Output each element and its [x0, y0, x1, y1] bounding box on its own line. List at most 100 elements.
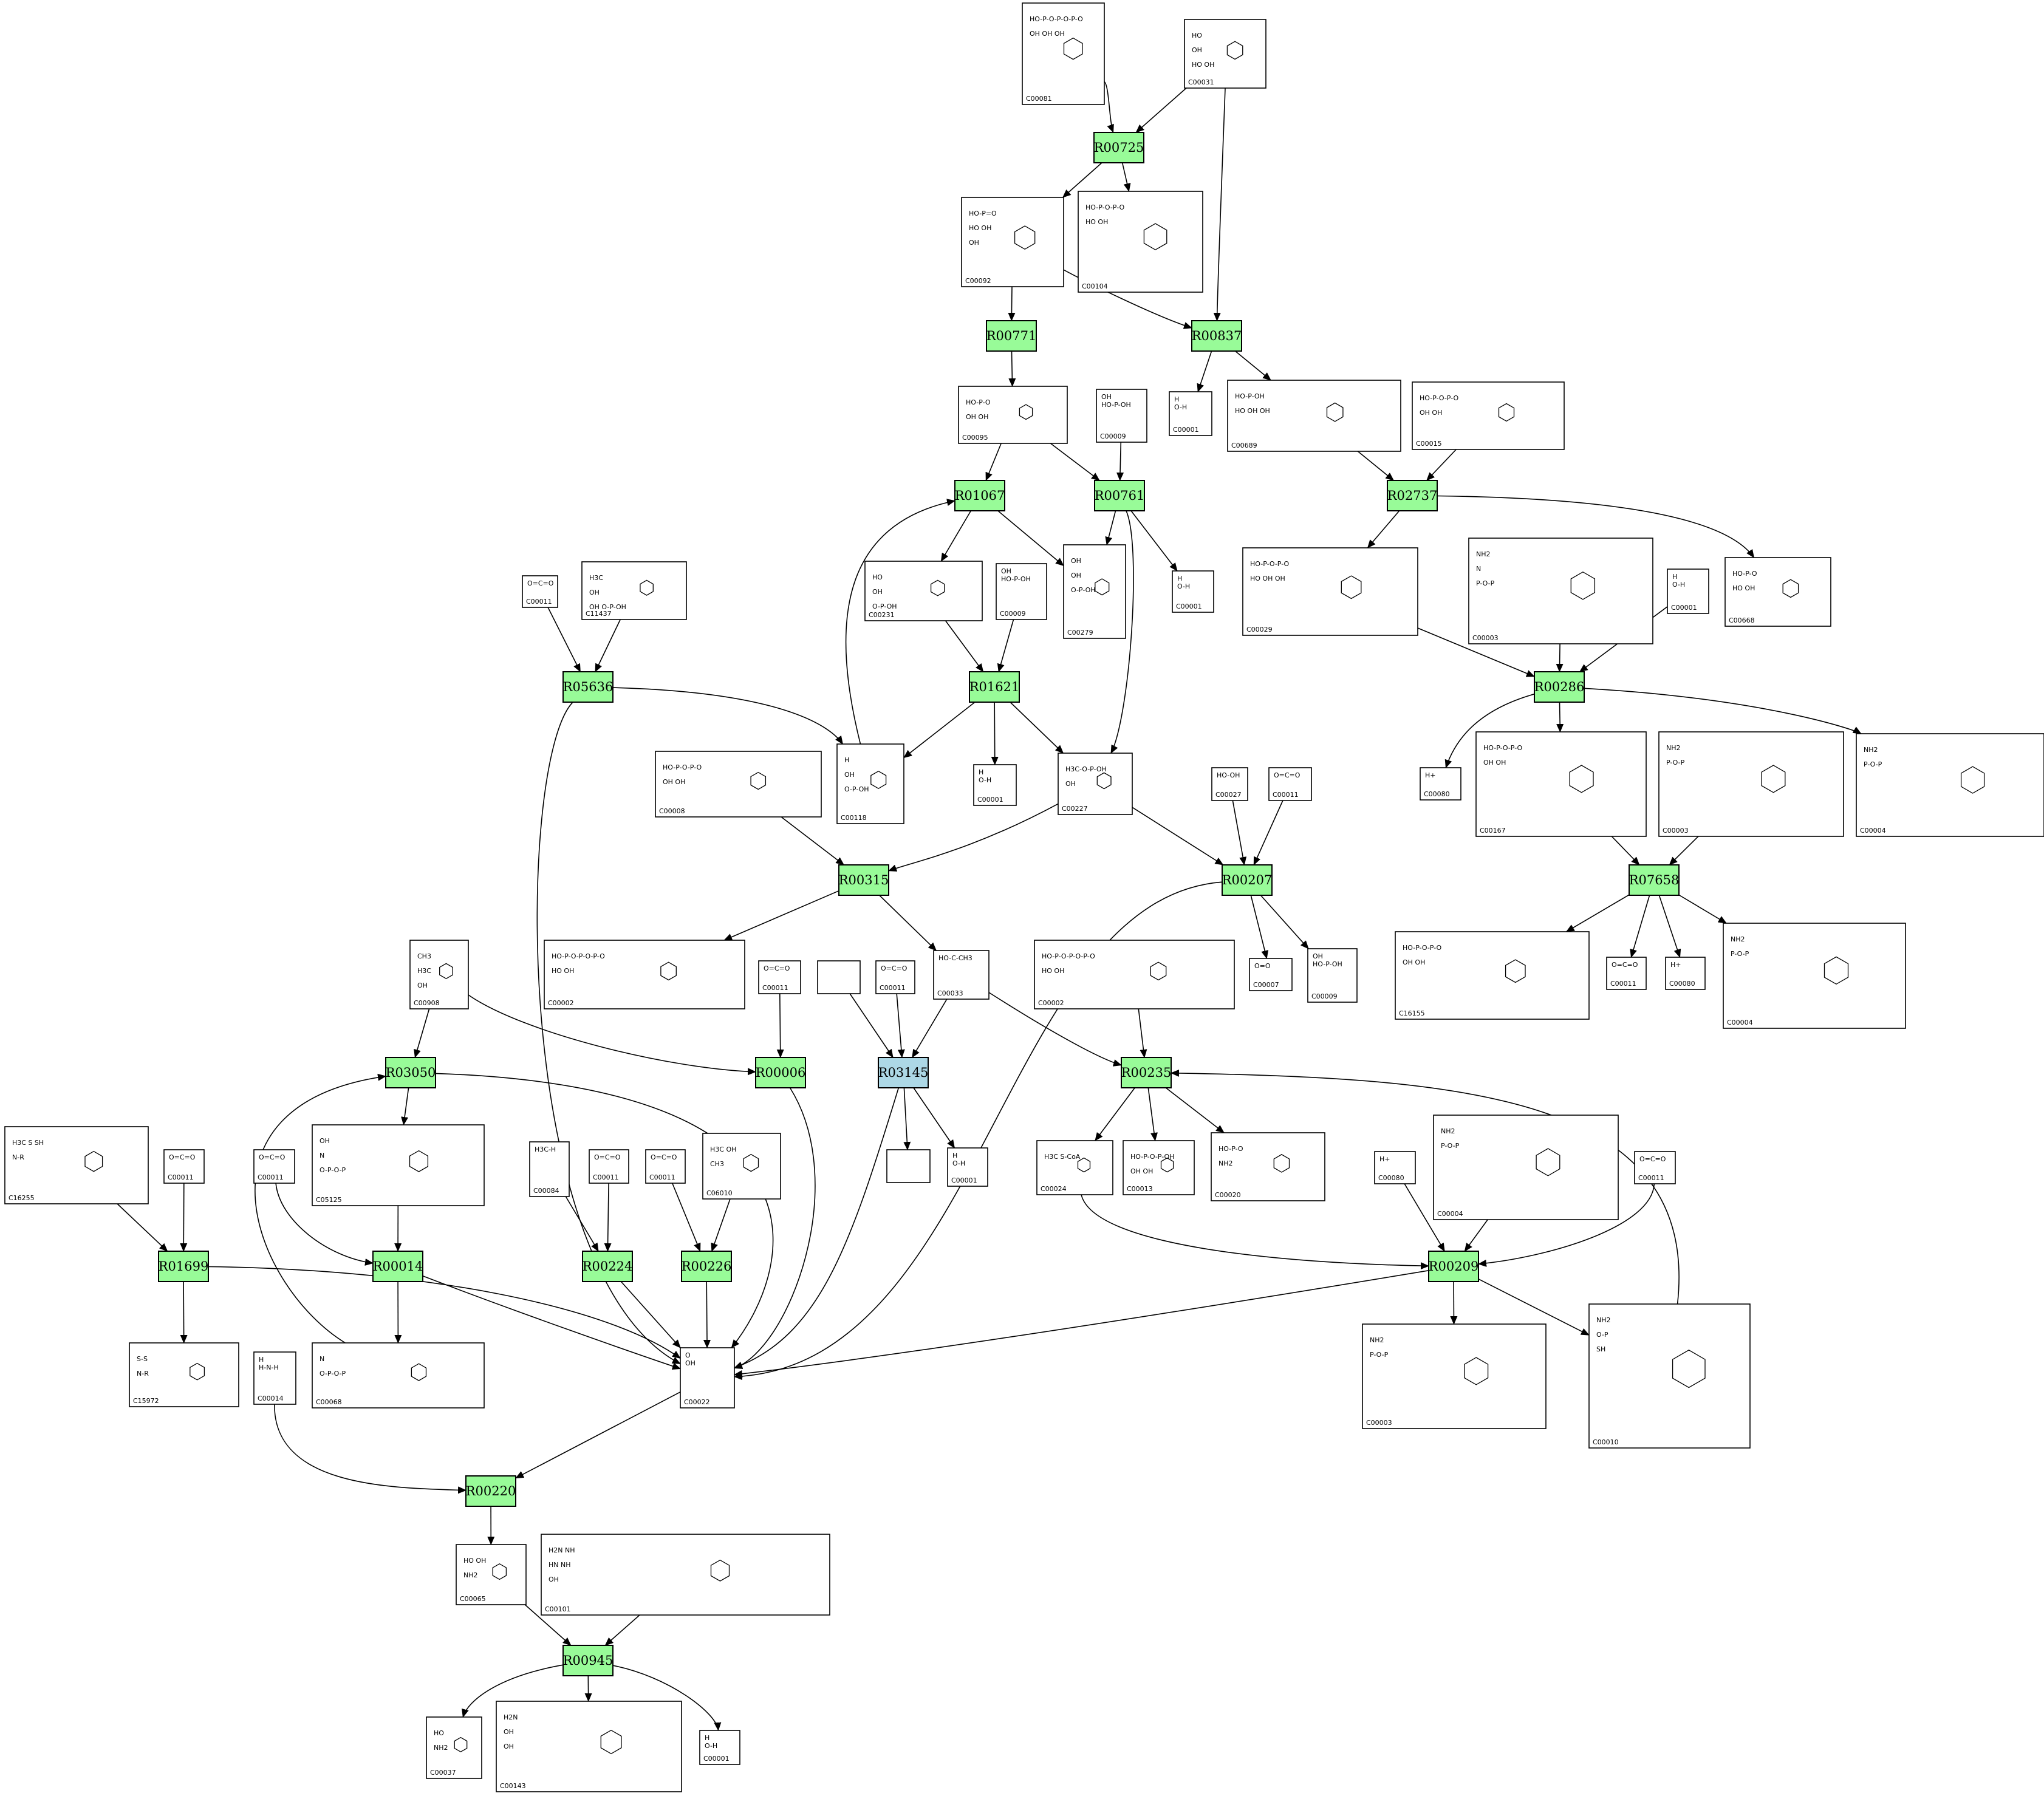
compound-c00080[interactable]: H+C00080 [1665, 957, 1706, 990]
reaction-r00224[interactable]: R00224 [582, 1251, 633, 1282]
reaction-r00226[interactable]: R00226 [681, 1251, 732, 1282]
reaction-r02737[interactable]: R02737 [1387, 480, 1438, 511]
structure-text: O [685, 1351, 691, 1359]
reaction-r00837[interactable]: R00837 [1191, 320, 1242, 352]
reaction-r05636[interactable]: R05636 [562, 671, 614, 703]
reaction-r00220[interactable]: R00220 [465, 1475, 516, 1507]
compound-box [1374, 1151, 1416, 1184]
compound-id-label: C00011 [880, 984, 906, 992]
compound-blank[interactable] [817, 960, 861, 994]
reaction-r03145[interactable]: R03145 [878, 1057, 929, 1088]
compound-box [886, 1149, 931, 1183]
reaction-r00761[interactable]: R00761 [1094, 480, 1145, 511]
reaction-r00207[interactable]: R00207 [1222, 864, 1273, 896]
reaction-r01699[interactable]: R01699 [158, 1251, 209, 1282]
reaction-r00006[interactable]: R00006 [755, 1057, 806, 1088]
compound-blank[interactable] [886, 1149, 931, 1183]
reaction-r03050[interactable]: R03050 [385, 1057, 436, 1088]
reaction-r00209[interactable]: R00209 [1428, 1251, 1479, 1282]
reaction-r00014[interactable]: R00014 [372, 1251, 423, 1282]
reaction-r07658[interactable]: R07658 [1629, 864, 1680, 896]
reaction-r00315[interactable]: R00315 [838, 864, 889, 896]
reaction-r00945[interactable]: R00945 [562, 1645, 614, 1676]
reaction-r01621[interactable]: R01621 [969, 671, 1020, 703]
reaction-r01067[interactable]: R01067 [954, 480, 1005, 511]
compound-c00080[interactable]: H+C00080 [1374, 1151, 1416, 1184]
reaction-r00771[interactable]: R00771 [986, 320, 1037, 352]
compound-c00080[interactable]: H+C00080 [1420, 767, 1461, 801]
compound-box [1723, 923, 1906, 1029]
structure-ring-icon [930, 579, 945, 596]
structure-ring-icon [1150, 961, 1167, 981]
reaction-r00725[interactable]: R00725 [1093, 132, 1144, 163]
structure-text: H+ [1425, 771, 1436, 779]
reaction-r00286[interactable]: R00286 [1534, 671, 1585, 703]
reaction-r00235[interactable]: R00235 [1121, 1057, 1172, 1088]
